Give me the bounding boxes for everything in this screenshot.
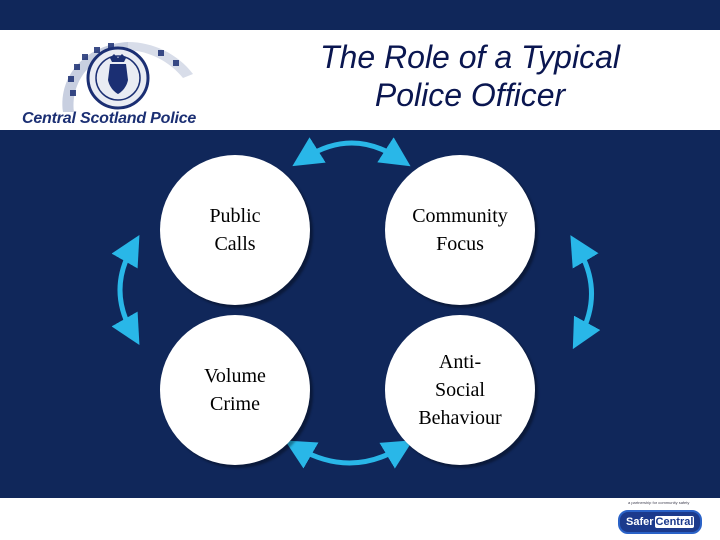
node-label: Anti- <box>438 351 482 373</box>
title-line-1: The Role of a Typical <box>320 39 620 75</box>
node-label: Behaviour <box>418 407 502 429</box>
node-label: Social <box>435 379 485 401</box>
safer-central-tagline: a partnership for community safety <box>628 500 690 505</box>
page-title: The Role of a Typical Police Officer <box>260 38 680 114</box>
top-band <box>0 0 720 30</box>
node-community-focus: Community Focus <box>385 155 535 305</box>
node-label: Public <box>209 205 261 227</box>
police-logo-text: Central Scotland Police <box>22 110 197 127</box>
node-anti-social-behaviour: Anti- Social Behaviour <box>385 315 535 465</box>
arrow-bottom <box>285 440 413 469</box>
node-label: Volume <box>204 365 266 387</box>
safer-central-part1: Safer <box>626 516 654 528</box>
node-public-calls: Public Calls <box>160 155 310 305</box>
node-volume-crime: Volume Crime <box>160 315 310 465</box>
title-line-2: Police Officer <box>374 77 566 113</box>
footer <box>0 498 720 540</box>
arrow-top <box>292 137 411 167</box>
arrow-right <box>570 235 601 350</box>
safer-central-part2: Central <box>654 516 695 528</box>
police-crest-logo <box>62 42 193 112</box>
node-label: Focus <box>436 233 484 255</box>
arrow-left <box>111 234 140 346</box>
node-label: Community <box>412 205 508 227</box>
node-label: Crime <box>209 393 260 415</box>
node-label: Calls <box>214 233 256 255</box>
